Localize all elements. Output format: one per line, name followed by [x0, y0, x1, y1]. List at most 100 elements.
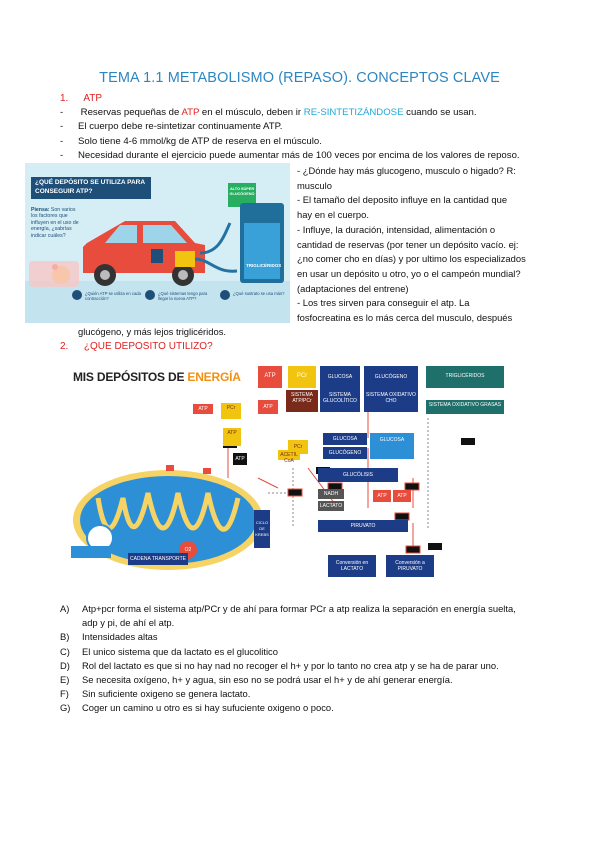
glucosa-blue: GLUCOSA — [370, 433, 414, 459]
question-3: ¿Qué sustrato se usa más? — [233, 291, 285, 296]
cadena-box: CADENA TRANSPORTE — [128, 553, 188, 565]
glucogeno-box: GLUCÓGENO — [364, 366, 418, 390]
atp-small-1: ATP — [223, 428, 241, 446]
diagram-drawing — [71, 408, 475, 570]
atp-red-4: ATP — [393, 490, 411, 502]
list-key: B) — [60, 631, 70, 643]
bullet-dash: - — [60, 121, 64, 132]
glucolisis-box: GLUCÓLISIS — [318, 468, 398, 482]
list-key: E) — [60, 674, 70, 686]
sign-label: ALTO SÚPER GLUCÓGENO — [229, 187, 255, 196]
list-key: F) — [60, 688, 69, 700]
conversion-piruvato-box: Conversión a PIRUVATO — [386, 555, 434, 577]
bullet-dash: - — [60, 107, 64, 118]
answer-list: A) Atp+pcr forma el sistema atp/PCr y de … — [60, 602, 590, 716]
trigliceridos-box: TRIGLICÉRIDOS — [426, 366, 504, 388]
page-title: TEMA 1.1 METABOLISMO (REPASO). CONCEPTOS… — [99, 70, 500, 86]
list-item: G)Coger un camino u otro es si hay sufuc… — [60, 701, 590, 715]
list-key: G) — [60, 702, 71, 714]
acetil-box: ACETIL CoA — [278, 450, 300, 464]
bullet-text: Necesidad durante el ejercicio puede aum… — [78, 150, 520, 161]
diagram-heading-main: MIS DEPÓSITOS DE — [73, 370, 188, 384]
section-2-heading: 2. ¿QUE DEPOSITO UTILIZO? — [60, 341, 213, 352]
krebs-box: CICLO DE KREBS — [254, 510, 270, 548]
note-line: cantidad de reservas (por tener un depós… — [297, 238, 519, 250]
sistema-oxidativo-grasas-box: SISTEMA OXIDATIVO GRASAS — [426, 400, 504, 414]
pcr-box: PCr — [288, 366, 316, 388]
section-2-number: 2. — [60, 341, 69, 352]
lactato-small: LACTATO — [318, 501, 344, 511]
list-item: C) El unico sistema que da lactato es el … — [60, 645, 590, 659]
infographic-drawing — [25, 163, 290, 323]
list-text: Sin suficiente oxigeno se genera lactato… — [82, 688, 251, 700]
note-line: en usar un depósito u otro, yo o el camp… — [297, 267, 521, 279]
sistema-glucolitico-box: SISTEMA GLUCOLÍTICO — [320, 390, 360, 412]
note-line: - Los tres sirven para conseguir el atp.… — [297, 297, 470, 309]
list-key: A) — [60, 603, 70, 614]
question-1: ¿Quién ATP se utiliza en cada contracció… — [85, 291, 141, 302]
piensa-label: Piensa: — [31, 207, 50, 213]
list-item: A) Atp+pcr forma el sistema atp/PCr y de … — [60, 602, 590, 616]
list-text: adp y pi, de ahí el atp. — [82, 617, 175, 629]
pcr-small-1: PCr — [221, 403, 241, 419]
note-line: ¿no comer cho en días) y por ultimo los … — [297, 253, 526, 265]
note-line: hay en el cuerpo. — [297, 209, 369, 221]
list-item: D) Rol del lactato es que si no hay nad n… — [60, 659, 590, 673]
bullet-dash: - — [60, 150, 64, 161]
atp-black-tag: ATP — [233, 453, 247, 465]
note-line: - Influye, la duración, intensidad, alim… — [297, 223, 496, 235]
note-line: (adaptaciones del entrene) — [297, 282, 409, 294]
sistema-oxidativo-cho-box: SISTEMA OXIDATIVO CHO — [364, 390, 418, 412]
note-line: - El tamaño del deposito influye en la c… — [297, 194, 508, 206]
infographic-heading: ¿QUÉ DEPÓSITO SE UTILIZA PARA CONSEGUIR … — [31, 177, 151, 199]
bullet-text: Reservas pequeñas de — [80, 107, 182, 118]
list-item: F) Sin suficiente oxigeno se genera lacta… — [60, 687, 590, 701]
diagram-heading-accent: ENERGÍA — [187, 370, 241, 384]
list-text: Rol del lactato es que si no hay nad no … — [82, 659, 499, 671]
section-1-number: 1. — [60, 93, 69, 104]
piensa-text: Son varios los factores que influyen en … — [31, 207, 79, 239]
list-text: El unico sistema que da lactato es el gl… — [82, 645, 278, 657]
list-text: Intensidades altas — [82, 631, 158, 643]
atp-red-3: ATP — [373, 490, 391, 502]
glucosa-box: GLUCOSA — [320, 366, 360, 390]
conversion-lactato-box: Conversión en LACTATO — [328, 555, 376, 577]
piruvato-box: PIRUVATO — [318, 520, 408, 532]
piensa-note: Piensa: Son varios los factores que infl… — [31, 207, 83, 239]
section-1-label: ATP — [83, 93, 103, 104]
atp-red-tag-2: ATP — [258, 400, 278, 414]
bullet-3: - Solo tiene 4-6 mmol/kg de ATP de reserv… — [60, 135, 322, 149]
bullet-text: cuando se usan. — [403, 107, 477, 118]
resintetizandose-highlight: RE-SINTETIZÁNDOSE — [303, 107, 404, 118]
list-text: Atp+pcr forma el sistema atp/PCr y de ah… — [82, 603, 516, 614]
section-2-label: ¿QUE DEPOSITO UTILIZO? — [83, 341, 213, 352]
energy-deposits-diagram: MIS DEPÓSITOS DE ENERGÍA ATP PCr GLUCOSA… — [68, 358, 508, 598]
glucogeno-mid: GLUCÓGENO — [323, 447, 367, 459]
list-text: Se necesita oxígeno, h+ y agua, sin eso … — [82, 674, 453, 686]
right-column-notes: - ¿Dónde hay más glucogeno, musculo o hi… — [297, 164, 587, 326]
atp-highlight: ATP — [181, 107, 200, 118]
bullet-dash: - — [60, 136, 64, 147]
question-2: ¿Qué sistemas tengo para llegar la nueva… — [158, 291, 208, 302]
o2-label: O2 — [184, 547, 192, 553]
sistema-atp-box: SISTEMA ATP/PCr — [286, 390, 318, 412]
bullet-text: El cuerpo debe re-sintetizar continuamen… — [78, 121, 283, 132]
atp-red-tag: ATP — [193, 404, 213, 414]
bullet-text: Solo tiene 4-6 mmol/kg de ATP de reserva… — [78, 136, 322, 147]
list-item: E) Se necesita oxígeno, h+ y agua, sin es… — [60, 673, 590, 687]
continuation-line: glucógeno, y más lejos triglicéridos. — [78, 326, 226, 337]
note-line: - ¿Dónde hay más glucogeno, musculo o hi… — [297, 165, 516, 176]
list-key: C) — [60, 645, 70, 657]
glucosa-mid: GLUCOSA — [323, 433, 367, 445]
list-item: adp y pi, de ahí el atp. — [60, 616, 590, 630]
section-1-heading: 1. ATP — [60, 93, 102, 104]
note-line: musculo — [297, 179, 332, 191]
tank-label: TRIGLICÉRIDOS — [246, 263, 282, 268]
note-line: fosfocreatina es lo más cerca del muscul… — [297, 312, 513, 324]
list-key: D) — [60, 659, 70, 671]
atp-box: ATP — [258, 366, 282, 388]
atp-deposit-infographic: ¿QUÉ DEPÓSITO SE UTILIZA PARA CONSEGUIR … — [25, 163, 290, 323]
bullet-1: - Reservas pequeñas de ATP en el músculo… — [60, 106, 477, 120]
bullet-4: - Necesidad durante el ejercicio puede au… — [60, 149, 520, 163]
list-item: B) Intensidades altas — [60, 630, 590, 644]
